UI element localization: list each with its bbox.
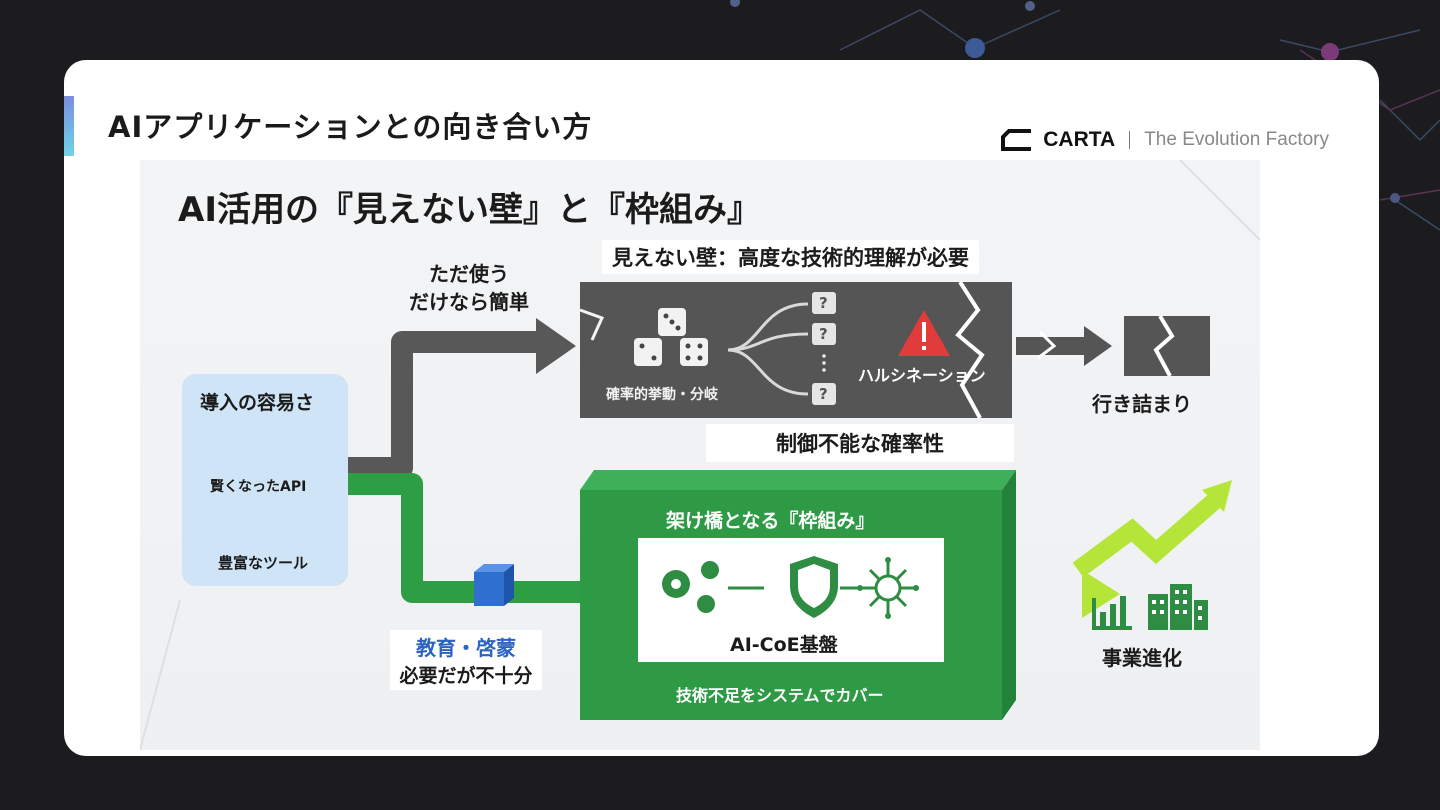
simple-use-line1: ただ使う bbox=[429, 262, 509, 286]
probabilistic-label: 確率的挙動・分岐 bbox=[606, 387, 718, 403]
brand-name: CARTA bbox=[1043, 128, 1116, 151]
green-path bbox=[348, 473, 590, 603]
gray-path-arrow bbox=[348, 331, 540, 479]
diagram-figure: AI活用の『見えない壁』と『枠組み』 ただ使う だけなら簡単 見えない壁：高度な… bbox=[140, 160, 1260, 750]
brand-divider bbox=[1129, 131, 1131, 149]
hallucination-label: ハルシネーション bbox=[858, 366, 986, 385]
branching-lines bbox=[727, 302, 809, 396]
education-label: 教育・啓蒙 bbox=[416, 636, 516, 660]
brand-tagline: The Evolution Factory bbox=[1144, 129, 1329, 150]
slide-title: AIアプリケーションとの向き合い方 bbox=[108, 110, 593, 144]
education-label-box: 教育・啓蒙 必要だが不十分 bbox=[390, 630, 542, 690]
simple-use-line2: だけなら簡単 bbox=[409, 290, 529, 314]
shield-icon bbox=[790, 556, 838, 618]
framework-heading: 架け橋となる『枠組み』 bbox=[666, 510, 875, 532]
network-hub-icon bbox=[862, 562, 914, 614]
slide-card: AIアプリケーションとの向き合い方 CARTA The Evolution Fa… bbox=[64, 60, 1379, 756]
dead-end-label: 行き詰まり bbox=[1092, 392, 1192, 416]
title-accent-bar bbox=[64, 96, 74, 156]
gears-icon bbox=[662, 561, 719, 613]
ease-of-adoption-box bbox=[182, 374, 348, 586]
education-note: 必要だが不十分 bbox=[399, 665, 533, 687]
framework-box bbox=[580, 470, 1016, 720]
uncontrollable-label: 制御不能な確率性 bbox=[706, 424, 1014, 462]
wall-heading: 見えない壁：高度な技術的理解が必要 bbox=[602, 240, 979, 274]
gray-arrow-head bbox=[536, 318, 576, 374]
question-marks-icon bbox=[812, 292, 836, 405]
question-mark-2: ? bbox=[819, 325, 828, 343]
question-mark-3: ? bbox=[819, 385, 828, 403]
diagram-graphics bbox=[140, 160, 1260, 750]
brand: CARTA The Evolution Factory bbox=[1001, 128, 1329, 152]
dice-icon bbox=[634, 308, 708, 366]
tools-label: 豊富なツール bbox=[218, 554, 309, 572]
framework-caption: 技術不足をシステムでカバー bbox=[676, 686, 884, 705]
bar-chart-icon bbox=[1092, 596, 1132, 630]
figure-title: AI活用の『見えない壁』と『枠組み』 bbox=[178, 190, 761, 230]
invisible-wall-block bbox=[579, 280, 1012, 419]
warning-icon bbox=[898, 310, 950, 356]
buildings-icon bbox=[1148, 584, 1208, 630]
coe-label: AI-CoE基盤 bbox=[730, 634, 838, 656]
carta-logo-icon bbox=[1001, 129, 1032, 151]
dead-end-block bbox=[1124, 314, 1210, 377]
simple-use-label: ただ使う だけなら簡単 bbox=[394, 260, 544, 316]
education-cube-icon bbox=[474, 564, 514, 606]
growth-label: 事業進化 bbox=[1102, 646, 1182, 670]
ease-title: 導入の容易さ bbox=[200, 392, 315, 414]
question-mark-1: ? bbox=[819, 294, 828, 312]
smart-api-label: 賢くなったAPI bbox=[210, 479, 307, 495]
growth-arrow bbox=[1072, 489, 1226, 578]
